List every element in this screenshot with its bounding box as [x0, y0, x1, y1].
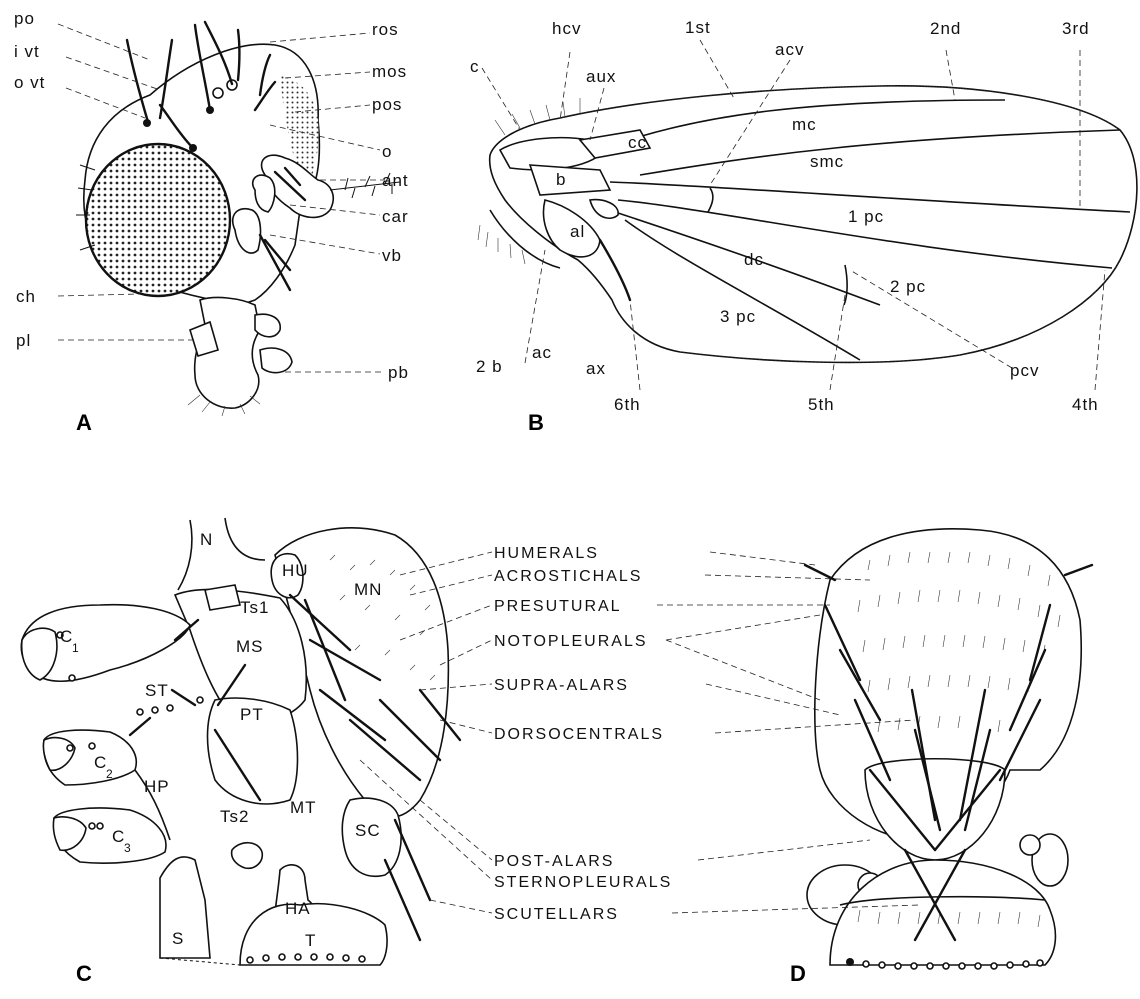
- label-po: po: [14, 9, 35, 28]
- label-pb: pb: [388, 363, 409, 382]
- label-c: c: [470, 57, 480, 76]
- label-hcv: hcv: [552, 19, 581, 38]
- compound-eye: [86, 144, 230, 296]
- label-cc: cc: [628, 133, 647, 152]
- label-post-alars: POST-ALARS: [494, 853, 614, 870]
- label-presutural: PRESUTURAL: [494, 598, 622, 615]
- label-1pc: 1 pc: [848, 207, 884, 226]
- label-C1-sub: 1: [72, 641, 80, 655]
- label-S: S: [172, 929, 184, 948]
- panel-c-thorax-lateral: [21, 518, 460, 965]
- label-HP: HP: [144, 777, 170, 796]
- label-SC: SC: [355, 821, 381, 840]
- label-acv: acv: [775, 40, 804, 59]
- panel-d-thorax-dorsal: D: [790, 529, 1092, 986]
- label-HA: HA: [285, 899, 311, 918]
- label-ST: ST: [145, 681, 169, 700]
- label-b: b: [556, 170, 566, 189]
- panel-b-caption: B: [528, 410, 544, 435]
- label-notopleurals: NOTOPLEURALS: [494, 633, 648, 650]
- label-ax: ax: [586, 359, 606, 378]
- label-MT: MT: [290, 798, 317, 817]
- label-3pc: 3 pc: [720, 307, 756, 326]
- label-pos: pos: [372, 95, 402, 114]
- label-Ts2: Ts2: [220, 807, 249, 826]
- label-2pc: 2 pc: [890, 277, 926, 296]
- label-o: o: [382, 142, 392, 161]
- label-mc: mc: [792, 115, 817, 134]
- panel-c-caption: C: [76, 961, 92, 986]
- label-C2-sub: 2: [106, 767, 114, 781]
- label-MN: MN: [354, 580, 382, 599]
- label-2b: 2 b: [476, 357, 503, 376]
- label-5th: 5th: [808, 395, 835, 414]
- label-dc: dc: [744, 250, 764, 269]
- label-supra-alars: SUPRA-ALARS: [494, 677, 629, 694]
- label-humerals: HUMERALS: [494, 545, 599, 562]
- label-N: N: [200, 530, 213, 549]
- label-pl: pl: [16, 331, 31, 350]
- label-6th: 6th: [614, 395, 641, 414]
- label-4th: 4th: [1072, 395, 1099, 414]
- label-dorsocentrals: DORSOCENTRALS: [494, 726, 664, 743]
- label-MS: MS: [236, 637, 264, 656]
- panel-a-caption: A: [76, 410, 92, 435]
- label-ovt: o vt: [14, 73, 45, 92]
- label-aux: aux: [586, 67, 616, 86]
- label-T: T: [305, 931, 316, 950]
- label-HU: HU: [282, 561, 309, 580]
- label-smc: smc: [810, 152, 844, 171]
- label-1st: 1st: [685, 18, 711, 37]
- label-ros: ros: [372, 20, 399, 39]
- label-scutellars: SCUTELLARS: [494, 906, 619, 923]
- label-sternopleurals: STERNOPLEURALS: [494, 874, 672, 891]
- label-C3-sub: 3: [124, 841, 132, 855]
- panel-a-head: [76, 22, 400, 416]
- label-2nd: 2nd: [930, 19, 961, 38]
- label-pcv: pcv: [1010, 361, 1039, 380]
- label-acrostichals: ACROSTICHALS: [494, 568, 642, 585]
- label-al: al: [570, 222, 585, 241]
- label-ant: ant: [382, 171, 409, 190]
- abdomen-sternite: [160, 857, 210, 958]
- label-3rd: 3rd: [1062, 19, 1090, 38]
- label-ch: ch: [16, 287, 36, 306]
- label-car: car: [382, 207, 409, 226]
- label-ivt: i vt: [14, 42, 40, 61]
- label-PT: PT: [240, 705, 264, 724]
- label-mos: mos: [372, 62, 407, 81]
- label-vb: vb: [382, 246, 402, 265]
- label-Ts1: Ts1: [240, 598, 269, 617]
- label-ac: ac: [532, 343, 552, 362]
- panel-d-caption: D: [790, 961, 806, 986]
- bristle-name-labels: HUMERALS ACROSTICHALS PRESUTURAL NOTOPLE…: [494, 545, 672, 923]
